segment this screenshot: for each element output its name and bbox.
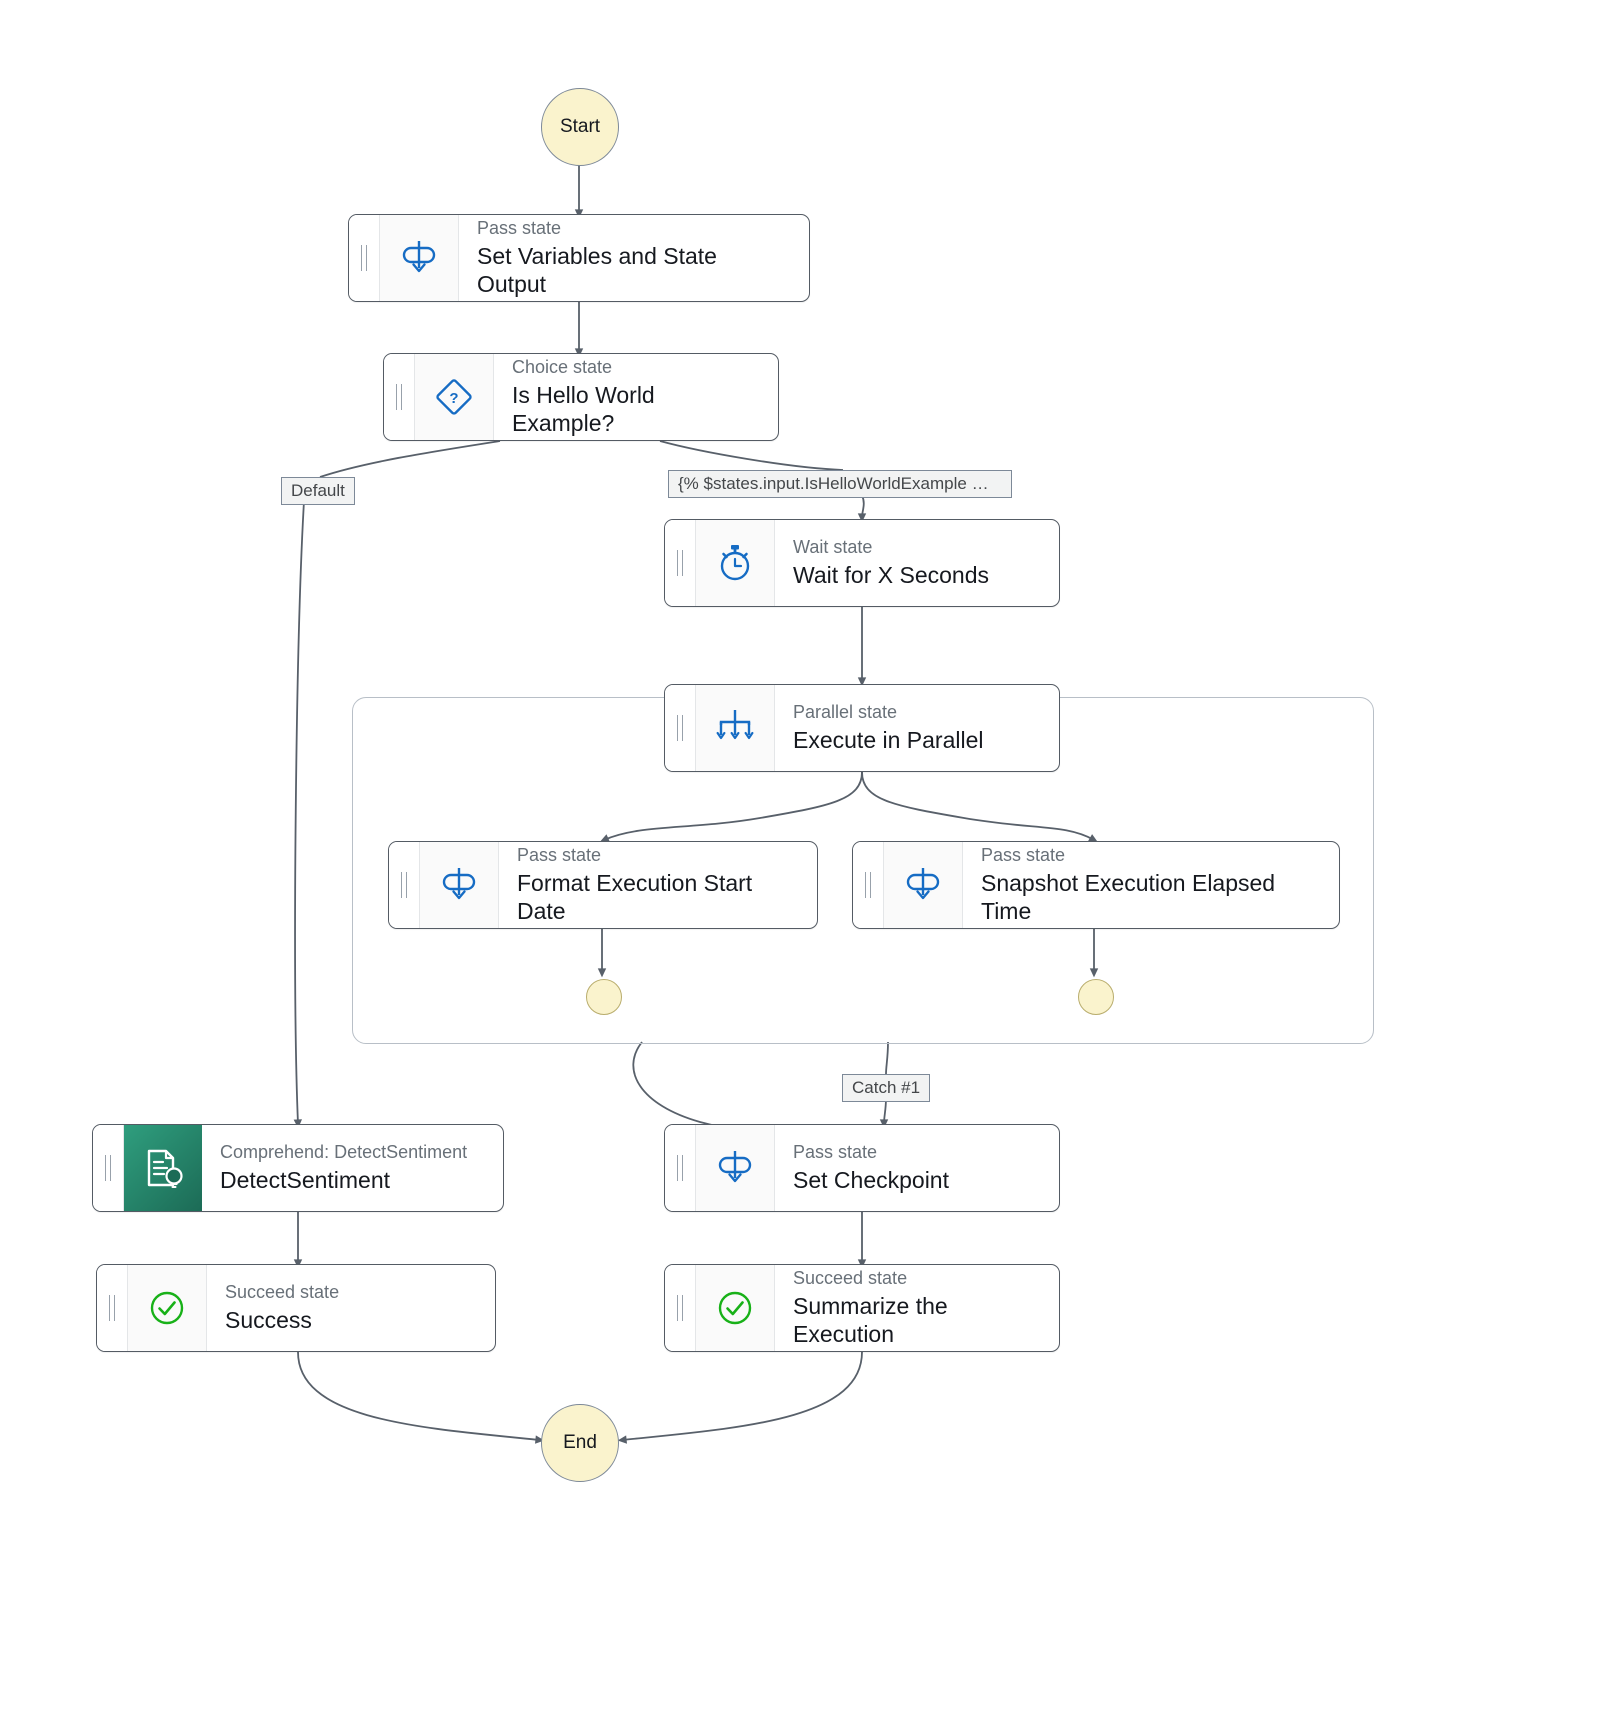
- state-type-label: Parallel state: [793, 702, 898, 723]
- state-node-format-execution-start-date[interactable]: Pass state Format Execution Start Date: [388, 841, 818, 929]
- state-type-label: Choice state: [512, 357, 613, 377]
- state-node-success[interactable]: Succeed state Success: [96, 1264, 496, 1352]
- state-type-label: Pass state: [981, 845, 1066, 865]
- drag-handle-icon[interactable]: [853, 842, 884, 928]
- state-type-label: Pass state: [517, 845, 602, 865]
- drag-handle-icon[interactable]: [665, 520, 696, 606]
- drag-handle-icon[interactable]: [665, 685, 696, 771]
- state-name-label: Wait for X Seconds: [793, 561, 990, 588]
- succeed-state-icon: [696, 1265, 775, 1351]
- drag-handle-icon[interactable]: [97, 1265, 128, 1351]
- drag-handle-icon[interactable]: [349, 215, 380, 301]
- state-node-snapshot-execution-elapsed-time[interactable]: Pass state Snapshot Execution Elapsed Ti…: [852, 841, 1340, 929]
- state-node-detect-sentiment[interactable]: Comprehend: DetectSentiment DetectSentim…: [92, 1124, 504, 1212]
- state-name-label: DetectSentiment: [220, 1166, 391, 1193]
- state-name-label: Set Checkpoint: [793, 1166, 949, 1193]
- start-terminal[interactable]: Start: [541, 88, 619, 166]
- edge-label-catch: Catch #1: [842, 1074, 931, 1102]
- comprehend-icon: [124, 1125, 202, 1211]
- drag-handle-icon[interactable]: [665, 1265, 696, 1351]
- state-node-is-hello-world[interactable]: ? Choice state Is Hello World Example?: [383, 353, 779, 441]
- state-type-label: Pass state: [793, 1142, 878, 1163]
- state-node-wait-for-x-seconds[interactable]: Wait state Wait for X Seconds: [664, 519, 1060, 607]
- pass-state-icon: [696, 1125, 775, 1211]
- parallel-state-icon: [696, 685, 775, 771]
- end-terminal[interactable]: End: [541, 1404, 619, 1482]
- state-type-label: Wait state: [793, 537, 873, 558]
- start-label: Start: [559, 116, 601, 137]
- state-name-label: Set Variables and State Output: [477, 242, 717, 298]
- state-type-label: Pass state: [477, 218, 562, 238]
- state-node-set-variables[interactable]: Pass state Set Variables and State Outpu…: [348, 214, 810, 302]
- state-name-label: Snapshot Execution Elapsed Time: [981, 869, 1276, 925]
- drag-handle-icon[interactable]: [389, 842, 420, 928]
- state-node-set-checkpoint[interactable]: Pass state Set Checkpoint: [664, 1124, 1060, 1212]
- parallel-branch-end-right: [1078, 979, 1114, 1015]
- succeed-state-icon: [128, 1265, 207, 1351]
- state-name-label: Format Execution Start Date: [517, 869, 753, 925]
- state-type-label: Succeed state: [793, 1268, 908, 1288]
- drag-handle-icon[interactable]: [665, 1125, 696, 1211]
- state-type-label: Succeed state: [225, 1282, 340, 1303]
- edge-label-condition: {% $states.input.IsHelloWorldExample %…: [668, 470, 1012, 498]
- wait-state-icon: [696, 520, 775, 606]
- parallel-branch-end-left: [586, 979, 622, 1015]
- state-name-label: Summarize the Execution: [793, 1292, 948, 1348]
- edge-label-default: Default: [281, 477, 355, 505]
- state-name-label: Is Hello World Example?: [512, 381, 655, 437]
- choice-state-icon: ?: [415, 354, 494, 440]
- pass-state-icon: [420, 842, 499, 928]
- svg-text:?: ?: [449, 390, 458, 407]
- end-label: End: [563, 1432, 597, 1453]
- pass-state-icon: [380, 215, 459, 301]
- drag-handle-icon[interactable]: [384, 354, 415, 440]
- state-name-label: Success: [225, 1306, 312, 1333]
- drag-handle-icon[interactable]: [93, 1125, 124, 1211]
- state-type-label: Comprehend: DetectSentiment: [220, 1142, 468, 1163]
- state-node-execute-in-parallel[interactable]: Parallel state Execute in Parallel: [664, 684, 1060, 772]
- pass-state-icon: [884, 842, 963, 928]
- state-name-label: Execute in Parallel: [793, 726, 984, 753]
- state-node-summarize-the-execution[interactable]: Succeed state Summarize the Execution: [664, 1264, 1060, 1352]
